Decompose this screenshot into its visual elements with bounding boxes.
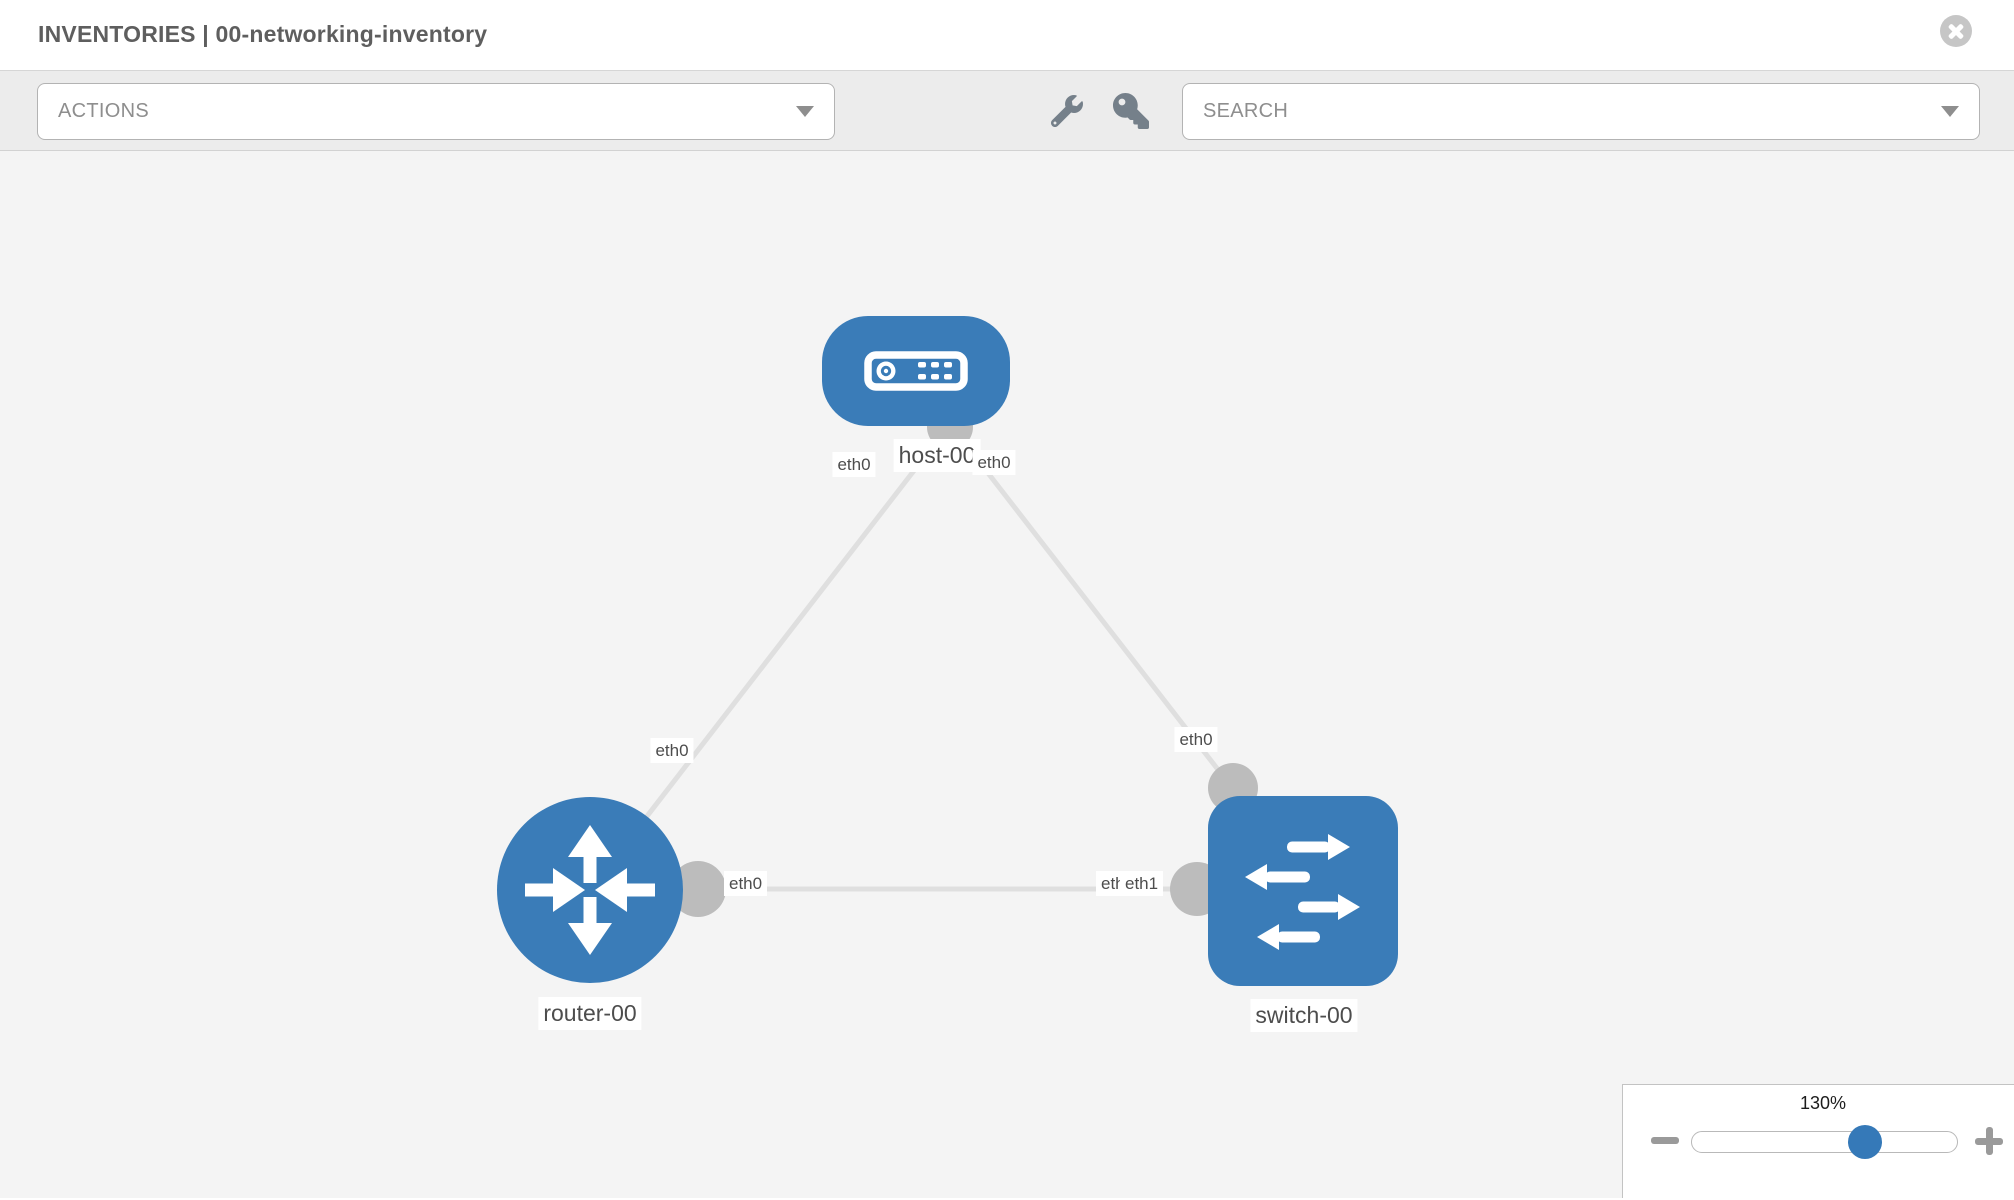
actions-dropdown[interactable]: ACTIONS — [37, 83, 835, 140]
node-label-host: host-00 — [893, 439, 981, 472]
zoom-out-minus-icon[interactable] — [1651, 1137, 1679, 1144]
iface-label-host-eth0-right: eth0 — [972, 450, 1016, 476]
node-switch-00[interactable] — [1208, 796, 1398, 986]
chevron-down-icon — [796, 106, 814, 117]
zoom-in-plus-icon[interactable] — [1975, 1127, 2003, 1155]
configure-wrench-button[interactable] — [1051, 95, 1083, 127]
zoom-level-value: 130% — [1799, 1093, 1847, 1113]
switch-icon — [1245, 834, 1360, 950]
zoom-panel: 130% — [1622, 1084, 2014, 1198]
header: INVENTORIES | 00-networking-inventory — [0, 0, 2014, 71]
search-placeholder: SEARCH — [1203, 100, 1289, 122]
node-label-switch: switch-00 — [1250, 999, 1358, 1032]
topology-edges — [588, 404, 1258, 917]
chevron-down-icon — [1941, 106, 1959, 117]
iface-label-router-eth0-right: eth0 — [724, 871, 768, 897]
zoom-slider-handle[interactable] — [1848, 1125, 1882, 1159]
iface-label-router-eth0-top: eth0 — [650, 738, 694, 764]
iface-label-switch-eth0-top: eth0 — [1174, 727, 1218, 753]
toolbar: ACTIONS SEARCH — [0, 71, 2014, 151]
iface-label-switch-eth1-front: eth1 — [1120, 871, 1164, 897]
page-title: INVENTORIES | 00-networking-inventory — [38, 21, 488, 47]
node-host-00[interactable] — [822, 316, 1010, 426]
node-label-router: router-00 — [538, 997, 642, 1030]
iface-label-host-eth0-left: eth0 — [832, 452, 876, 478]
router-icon — [525, 825, 655, 955]
search-dropdown[interactable]: SEARCH — [1182, 83, 1980, 140]
actions-dropdown-label: ACTIONS — [58, 100, 149, 122]
credentials-key-button[interactable] — [1113, 93, 1149, 129]
close-icon[interactable] — [1940, 15, 1972, 47]
connector-router-eth0 — [670, 861, 726, 917]
wrench-icon — [1051, 95, 1083, 127]
link-host-router — [588, 422, 952, 892]
topology-canvas[interactable]: host-00 router-00 switch-00 eth0 eth0 et… — [0, 151, 2014, 1198]
key-icon — [1113, 93, 1149, 129]
host-icon — [864, 351, 968, 391]
node-router-00[interactable] — [497, 797, 683, 983]
zoom-slider[interactable] — [1691, 1125, 1958, 1159]
